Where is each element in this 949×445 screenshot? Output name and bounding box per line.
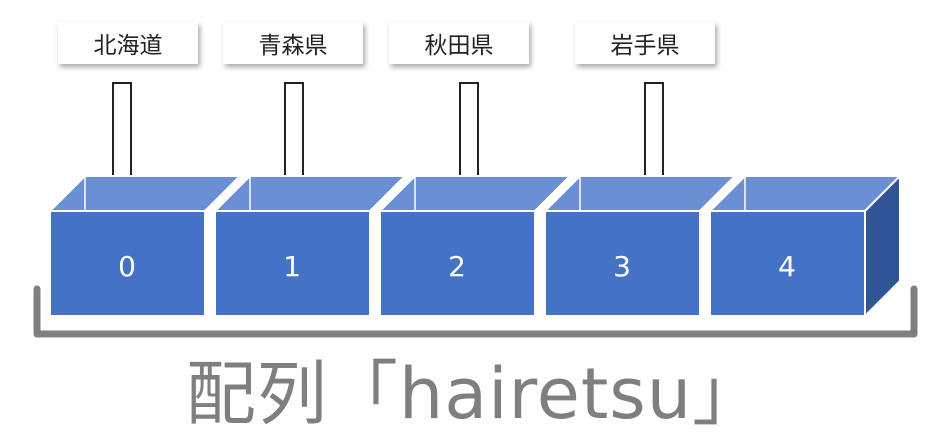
cell-index: 2 [448, 250, 466, 283]
cell-index: 1 [283, 250, 301, 283]
label-box-0: 北海道 [58, 22, 198, 64]
cell-front-face [709, 210, 866, 317]
label-text: 北海道 [93, 33, 163, 59]
label-box-2: 秋田県 [389, 22, 529, 64]
cell-index: 3 [613, 250, 631, 283]
array-cell-1: 1 [212, 175, 408, 317]
cell-front-face [214, 210, 371, 317]
cell-front-face [49, 210, 206, 317]
array-caption: 配列「hairetsu」 [185, 353, 764, 435]
cell-top-face [377, 175, 573, 212]
label-text: 岩手県 [610, 33, 680, 59]
array-cell-0: 0 [47, 175, 243, 317]
cell-front-face [544, 210, 701, 317]
label-box-1: 青森県 [223, 22, 363, 64]
label-box-3: 岩手県 [575, 22, 715, 64]
cell-index: 0 [118, 250, 136, 283]
cell-front-face [379, 210, 536, 317]
label-text: 青森県 [258, 33, 328, 59]
cell-top-face [542, 175, 738, 212]
array-cell-4: 4 [707, 173, 903, 319]
array-bracket [33, 285, 918, 338]
array-cell-3: 3 [542, 175, 738, 317]
label-text: 秋田県 [424, 33, 494, 59]
cell-top-face [212, 175, 408, 212]
cell-top-face [47, 175, 243, 212]
cell-index: 4 [778, 250, 796, 283]
array-cell-2: 2 [377, 175, 573, 317]
